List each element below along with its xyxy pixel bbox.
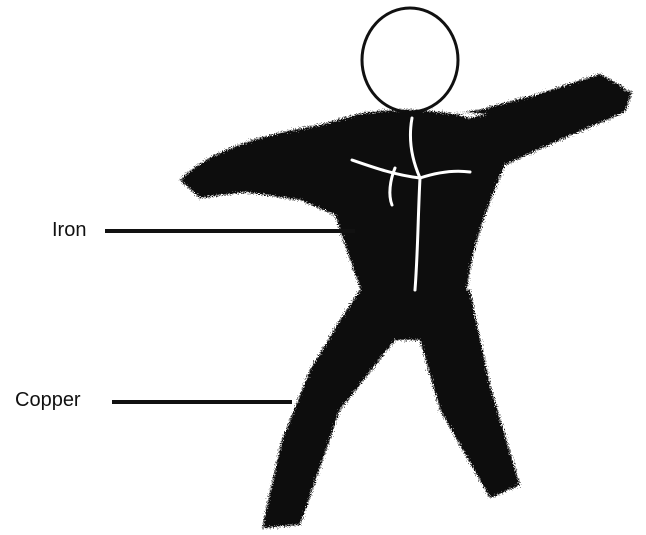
head-outline (362, 8, 458, 112)
iron-body (180, 74, 632, 300)
copper-legs (262, 290, 520, 528)
iron-leader-line (105, 229, 355, 233)
copper-leader-line (112, 400, 292, 404)
iron-label: Iron (52, 220, 86, 240)
copper-label: Copper (15, 390, 81, 410)
